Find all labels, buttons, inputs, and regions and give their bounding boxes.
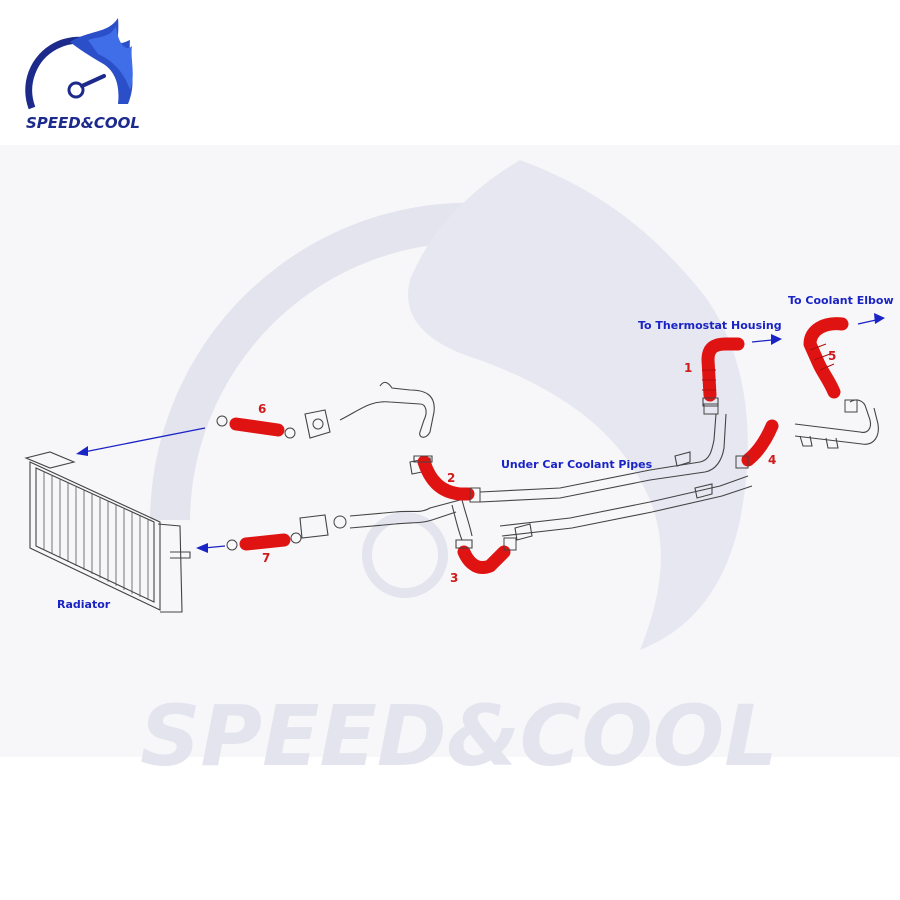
coolant-pipes bbox=[299, 381, 879, 541]
hose-1 bbox=[701, 337, 745, 407]
hose-6 bbox=[216, 415, 296, 439]
watermark: SPEED&COOL bbox=[140, 160, 778, 785]
hose-7 bbox=[226, 532, 302, 551]
hose-2 bbox=[413, 455, 481, 503]
hose-5 bbox=[803, 317, 849, 399]
brand-logo: SPEED&COOL bbox=[25, 18, 140, 132]
radiator-label: Radiator bbox=[57, 598, 111, 611]
hose-5-number: 5 bbox=[828, 349, 836, 363]
hose-4-number: 4 bbox=[768, 453, 776, 467]
arrow-to-radiator-lower bbox=[196, 543, 226, 553]
coolant-elbow-label: To Coolant Elbow bbox=[788, 294, 894, 307]
speedometer-flame-icon bbox=[25, 18, 133, 110]
hose-3 bbox=[455, 537, 517, 574]
radiator bbox=[24, 451, 191, 613]
watermark-text: SPEED&COOL bbox=[140, 687, 778, 785]
thermostat-housing-label: To Thermostat Housing bbox=[638, 319, 782, 332]
hose-4 bbox=[735, 419, 779, 469]
arrow-to-thermostat bbox=[751, 334, 782, 345]
arrow-to-coolant-elbow bbox=[857, 313, 885, 325]
hose-7-number: 7 bbox=[262, 551, 270, 565]
logo-text: SPEED&COOL bbox=[26, 114, 140, 132]
under-car-pipes-label: Under Car Coolant Pipes bbox=[501, 458, 653, 471]
hose-1-number: 1 bbox=[684, 361, 692, 375]
hose-2-number: 2 bbox=[447, 471, 455, 485]
arrow-to-radiator-upper bbox=[76, 427, 206, 456]
hose-6-number: 6 bbox=[258, 402, 266, 416]
hose-3-number: 3 bbox=[450, 571, 458, 585]
